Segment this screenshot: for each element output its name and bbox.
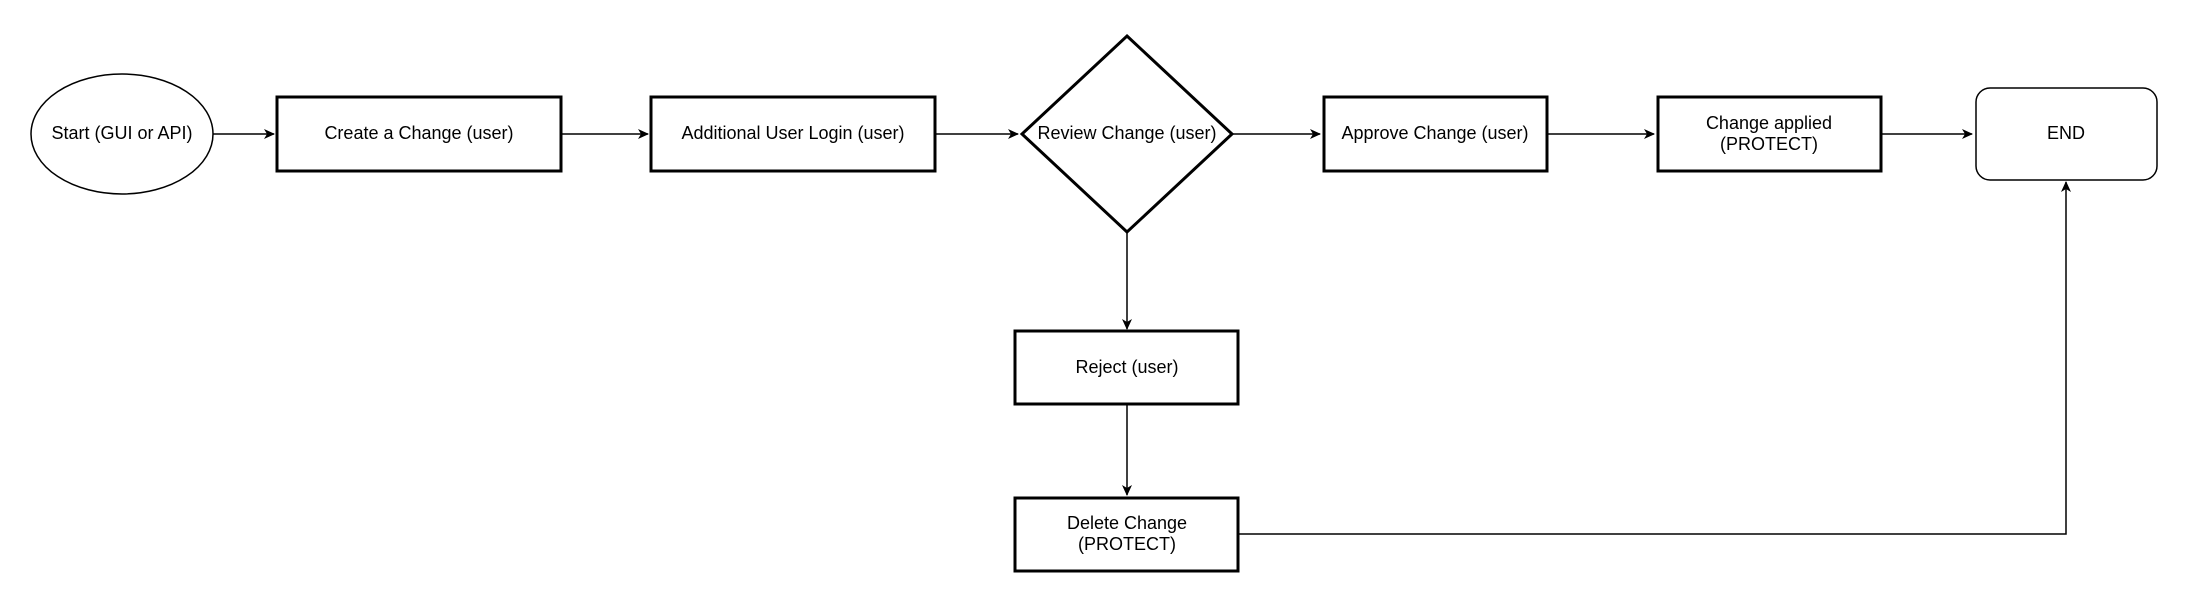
node-review-change: Review Change (user) — [1019, 33, 1235, 235]
additional-login-box — [649, 95, 937, 173]
node-change-applied: Change applied (PROTECT) — [1656, 95, 1883, 173]
edge-delete-to-end — [1238, 181, 2071, 535]
change-applied-label-line2: (PROTECT) — [1720, 134, 1818, 154]
approve-change-box — [1322, 95, 1549, 173]
additional-login-label: Additional User Login (user) — [681, 123, 904, 143]
change-applied-box — [1656, 95, 1883, 173]
delete-change-box — [1013, 496, 1240, 573]
change-applied-label-line1: Change applied — [1706, 113, 1832, 133]
node-reject: Reject (user) — [1013, 329, 1240, 406]
delete-change-label-line1: Delete Change — [1067, 513, 1187, 533]
node-end: END — [1975, 87, 2158, 181]
start-label: Start (GUI or API) — [51, 123, 192, 143]
node-delete-change: Delete Change (PROTECT) — [1013, 496, 1240, 573]
review-change-diamond — [1019, 33, 1235, 235]
reject-label: Reject (user) — [1075, 357, 1178, 377]
edges — [213, 129, 2071, 535]
create-change-box — [275, 95, 563, 173]
end-box — [1975, 87, 2158, 181]
create-change-label: Create a Change (user) — [324, 123, 513, 143]
delete-change-label-line2: (PROTECT) — [1078, 534, 1176, 554]
start-ellipse — [30, 73, 214, 195]
node-additional-login: Additional User Login (user) — [649, 95, 937, 173]
node-start: Start (GUI or API) — [30, 73, 214, 195]
node-create-change: Create a Change (user) — [275, 95, 563, 173]
end-label: END — [2047, 123, 2085, 143]
node-approve-change: Approve Change (user) — [1322, 95, 1549, 173]
approve-change-label: Approve Change (user) — [1341, 123, 1528, 143]
review-change-label: Review Change (user) — [1037, 123, 1216, 143]
reject-box — [1013, 329, 1240, 406]
